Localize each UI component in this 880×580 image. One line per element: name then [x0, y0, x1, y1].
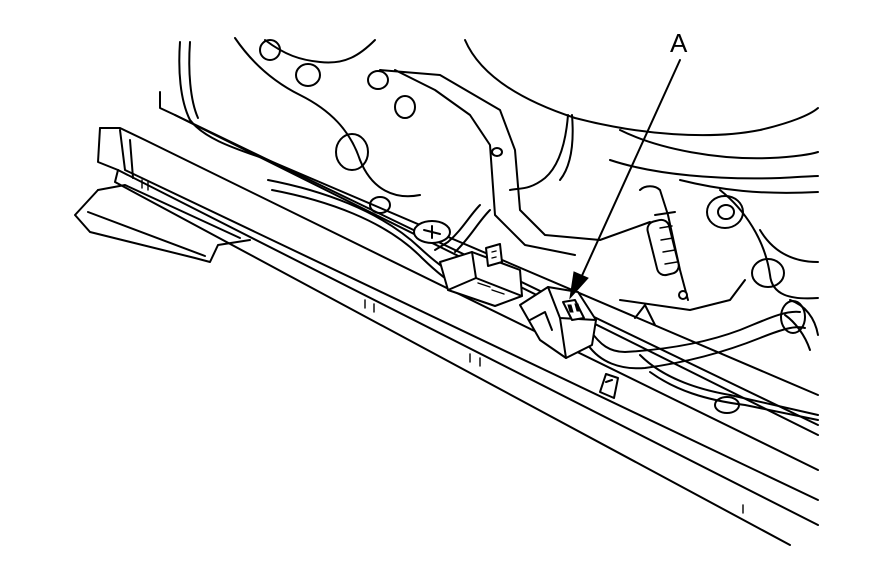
callout-a-label: A: [670, 28, 688, 58]
connector-left: [439, 243, 523, 307]
connector-a: [519, 286, 597, 359]
seat-frame: [234, 37, 819, 414]
spring-assembly: [619, 185, 746, 326]
bolt: [413, 220, 451, 244]
wire-harness: [267, 179, 819, 421]
callout-a: A: [569, 28, 688, 300]
harness-clip: [599, 373, 619, 399]
lower-plate: [74, 184, 251, 263]
